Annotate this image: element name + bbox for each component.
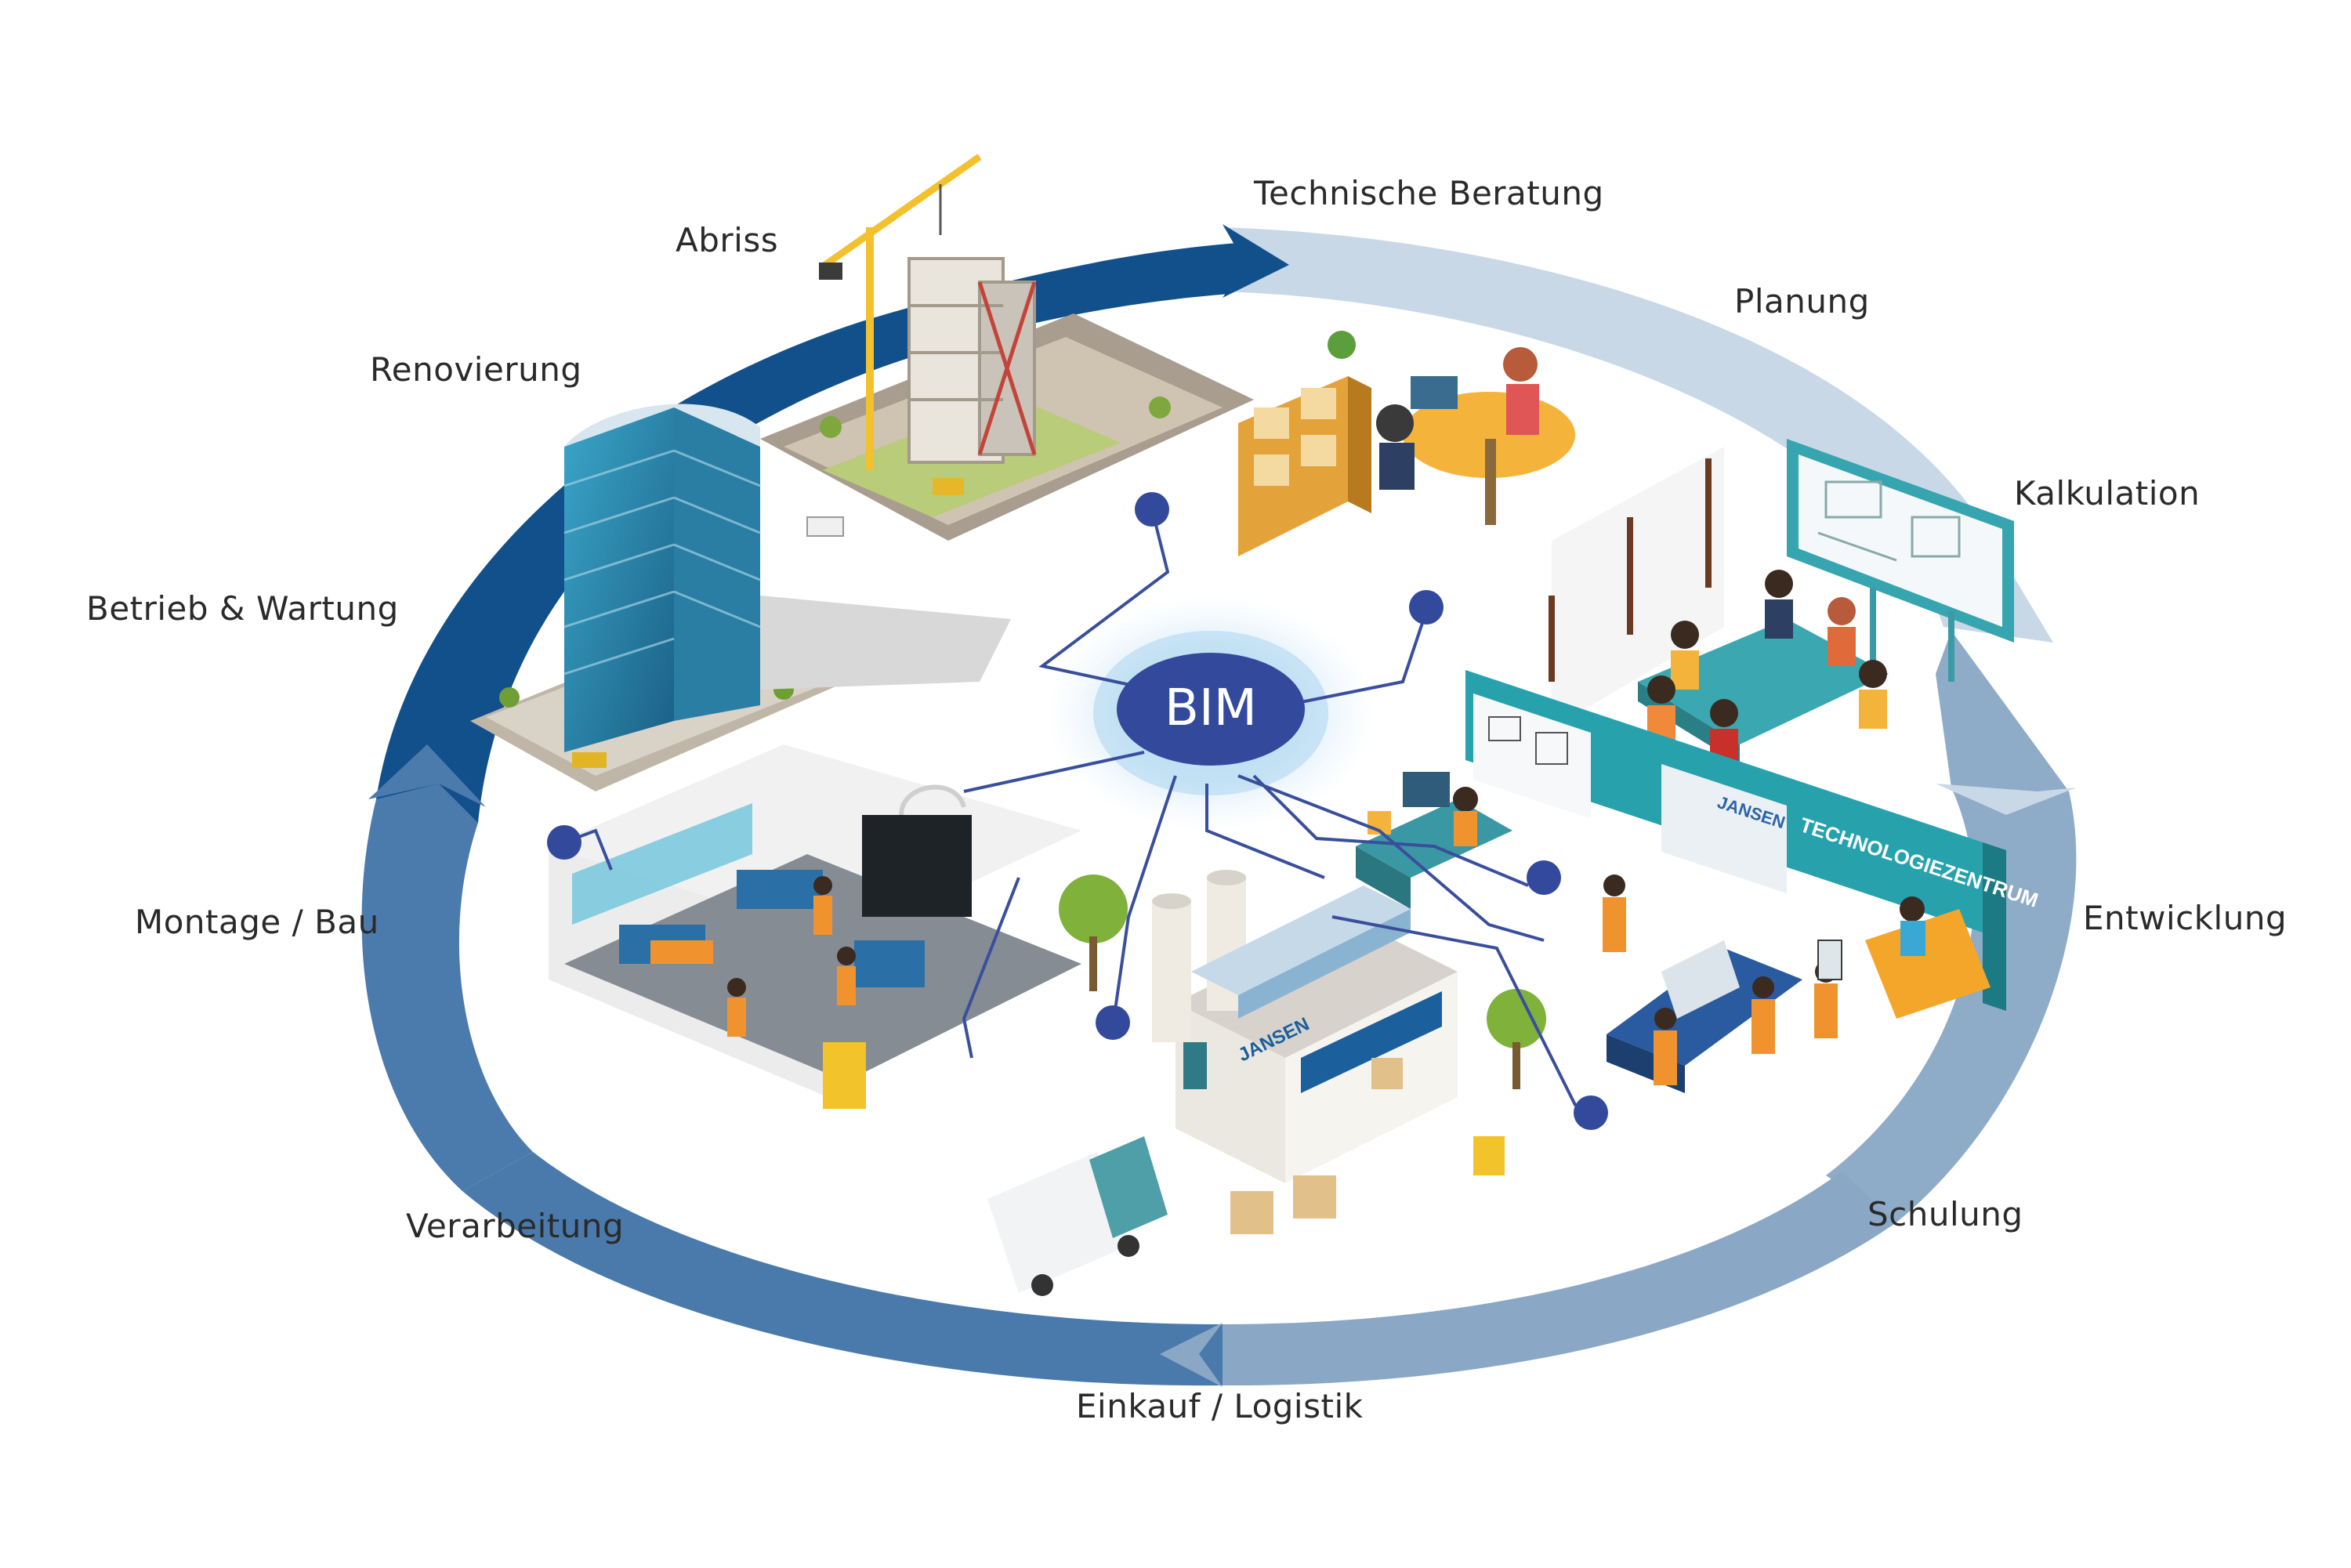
phase-label-planung: Planung xyxy=(1734,282,1870,320)
planning-office-illustration xyxy=(1238,331,1575,556)
ring-arrowhead-left xyxy=(368,744,486,807)
network-node xyxy=(1096,1005,1130,1040)
construction-site-illustration xyxy=(760,154,1254,541)
workshop-illustration xyxy=(549,744,1081,1109)
calculation-meeting-room-illustration xyxy=(1549,439,2014,768)
bim-center-node xyxy=(1117,653,1305,766)
training-hall-illustration xyxy=(1603,875,1842,1093)
phase-label-kalkulation: Kalkulation xyxy=(2014,474,2201,512)
ring-arrowhead-right xyxy=(1936,784,2077,815)
ring-segment-training xyxy=(1176,1171,1896,1386)
office-tower-illustration xyxy=(470,404,1011,791)
network-node xyxy=(1574,1095,1608,1130)
phase-label-entwicklung: Entwicklung xyxy=(2083,899,2288,937)
ring-segment-processing xyxy=(462,1152,1223,1386)
network-node xyxy=(1409,590,1444,625)
factory-illustration: JANSEN xyxy=(987,870,1505,1296)
network-nodes xyxy=(547,492,1608,1130)
ring-segment-assembly xyxy=(361,752,533,1191)
network-node xyxy=(1135,492,1169,527)
ring-arrowhead-top xyxy=(1223,224,1289,298)
phase-label-einkauf-logistik: Einkauf / Logistik xyxy=(1076,1387,1364,1425)
phase-label-technische-beratung: Technische Beratung xyxy=(1254,174,1604,212)
engineering-desk-illustration xyxy=(1356,772,1512,909)
ring-segment-operation xyxy=(376,243,1285,823)
phase-label-betrieb-wartung: Betrieb & Wartung xyxy=(86,589,399,628)
bim-network: BIM xyxy=(547,492,1608,1130)
phase-label-abriss: Abriss xyxy=(676,221,779,259)
phase-label-renovierung: Renovierung xyxy=(370,350,582,389)
network-node xyxy=(1527,860,1561,895)
ring-segment-development xyxy=(1826,631,2077,1222)
network-node xyxy=(547,825,581,860)
technology-center-wall: JANSEN TECHNOLOGIEZENTRUM xyxy=(1465,670,2041,1019)
bim-center-label: BIM xyxy=(1165,679,1257,737)
phase-label-montage-bau: Montage / Bau xyxy=(135,903,379,941)
trees xyxy=(1059,875,1546,1089)
ring-arrowhead-bottom xyxy=(1160,1323,1223,1387)
phase-label-schulung: Schulung xyxy=(1867,1195,2023,1233)
phase-label-verarbeitung: Verarbeitung xyxy=(406,1207,625,1245)
